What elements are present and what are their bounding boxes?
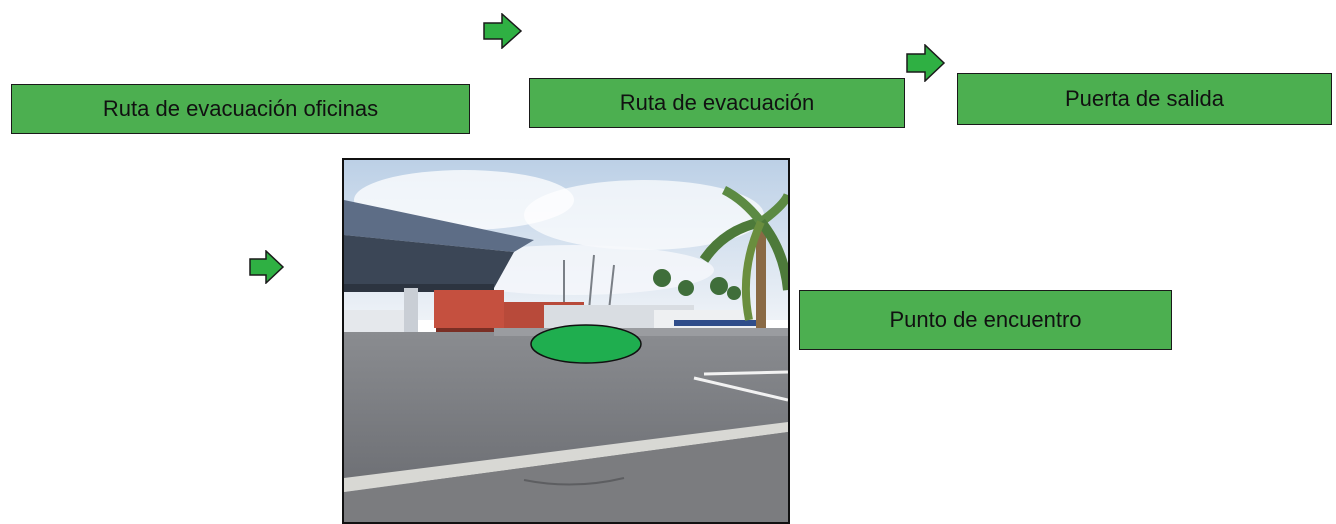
- port-yard-photo: [342, 158, 790, 524]
- right-arrow-icon: [249, 250, 285, 284]
- office-evacuation-route-label: Ruta de evacuación oficinas: [11, 84, 470, 134]
- right-arrow-icon: [483, 13, 523, 49]
- meeting-point-marker: [530, 324, 642, 364]
- exit-door-label: Puerta de salida: [957, 73, 1332, 125]
- meeting-point-label: Punto de encuentro: [799, 290, 1172, 350]
- right-arrow-icon: [906, 44, 946, 82]
- yard-scene: [344, 160, 788, 522]
- evacuation-route-label: Ruta de evacuación: [529, 78, 905, 128]
